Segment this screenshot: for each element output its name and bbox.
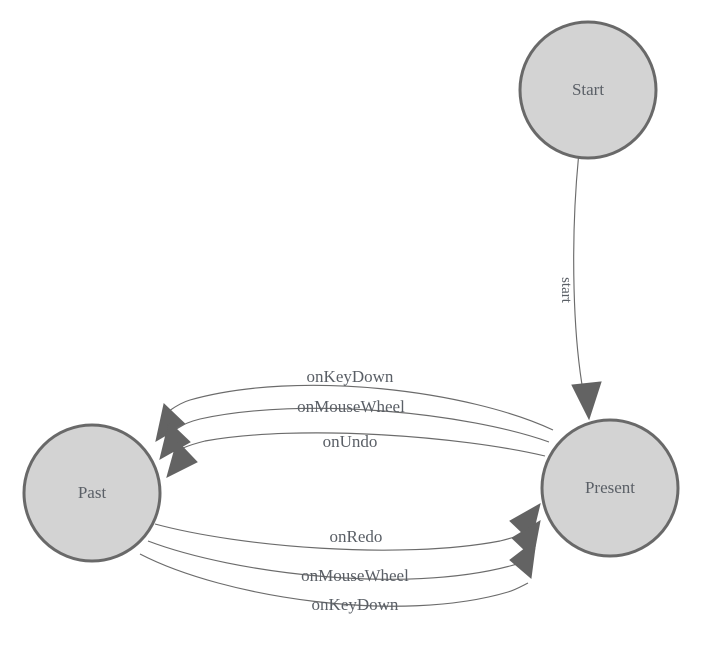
node-present-circle [540, 418, 680, 558]
edge-label-past-present-keydown: onKeyDown [312, 595, 399, 614]
edge-start-to-present-arrowhead [571, 381, 602, 421]
edge-start-to-present[interactable] [571, 156, 602, 421]
edge-past-to-present-keydown-arrowhead [509, 538, 537, 579]
edge-present-to-past-mousewheel-path [176, 407, 550, 443]
edge-present-to-past-undo-arrowhead [166, 440, 198, 478]
node-past-circle [22, 423, 162, 563]
edge-label-present-past-undo: onUndo [323, 432, 378, 451]
edge-present-to-past-undo-path [182, 432, 546, 457]
node-start[interactable]: Start [518, 20, 658, 160]
edge-past-to-present-keydown[interactable] [139, 538, 537, 607]
node-start-circle [518, 20, 658, 160]
edge-present-to-past-keydown-path [168, 384, 554, 431]
node-present-label: Present [585, 478, 635, 497]
edge-label-present-past-keydown: onKeyDown [307, 367, 394, 386]
node-start-label: Start [572, 80, 604, 99]
edge-label-past-present-redo: onRedo [330, 527, 383, 546]
edge-label-present-past-mousewheel: onMouseWheel [297, 397, 405, 416]
node-past[interactable]: Past [22, 423, 162, 563]
edge-start-to-present-path [573, 156, 589, 416]
edge-label-past-present-mousewheel: onMouseWheel [301, 566, 409, 585]
node-present[interactable]: Present [540, 418, 680, 558]
edge-past-to-present-keydown-path [139, 553, 529, 607]
node-past-label: Past [78, 483, 107, 502]
edge-label-start: start [558, 277, 574, 304]
edge-present-to-past-undo[interactable] [166, 432, 546, 478]
